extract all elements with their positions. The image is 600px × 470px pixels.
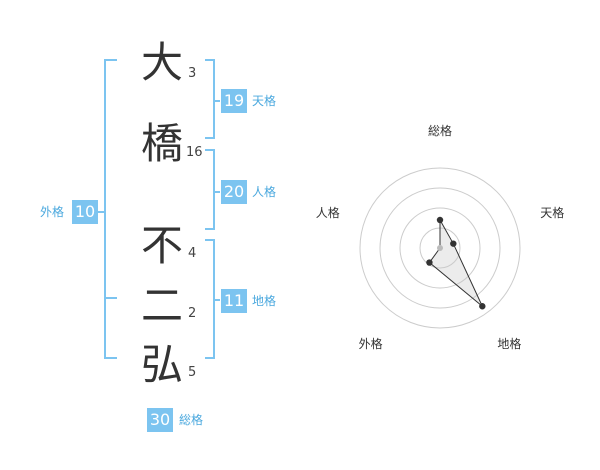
radar-ring	[399, 207, 481, 289]
stroke-count-2: 16	[186, 145, 203, 160]
radar-axis-label-soukaku: 総格	[427, 124, 452, 138]
stroke-count-5: 5	[188, 365, 197, 380]
tenkaku-bracket	[205, 59, 215, 139]
soukaku-badge: 30	[147, 408, 173, 432]
radar-axis-label-gaikaku: 外格	[358, 337, 383, 352]
radar-points	[426, 216, 486, 310]
radar-axis-label-chikaku: 地格	[497, 337, 522, 352]
soukaku-label: 総格	[179, 413, 204, 427]
chikaku-label: 地格	[252, 294, 277, 308]
radar-point	[437, 245, 443, 251]
tenkaku-badge: 19	[221, 89, 247, 113]
name-char-4: 二	[141, 281, 184, 330]
radar-area	[428, 218, 483, 307]
radar-polygon	[428, 218, 483, 307]
jinkaku-label: 人格	[252, 185, 277, 199]
jinkaku-bracket	[205, 149, 215, 230]
name-char-5: 弘	[141, 340, 184, 389]
radar-ring	[359, 167, 521, 329]
name-char-2: 橋	[141, 119, 184, 168]
chikaku-badge: 11	[221, 289, 247, 313]
gaikaku-badge: 10	[72, 200, 98, 224]
radar-axis-label-jinkaku: 人格	[315, 205, 340, 220]
radar-axis-label-tenkaku: 天格	[540, 205, 565, 220]
stroke-count-1: 3	[188, 66, 197, 81]
name-char-1: 大	[141, 38, 184, 87]
radar-point	[479, 303, 486, 310]
radar-ring	[379, 187, 501, 309]
stroke-count-4: 2	[188, 306, 197, 321]
radar-point	[426, 259, 433, 266]
name-char-3: 不	[141, 221, 184, 270]
stroke-count-3: 4	[188, 246, 197, 261]
tenkaku-label: 天格	[252, 94, 277, 108]
gaikaku-label: 外格	[40, 205, 65, 219]
gaikaku-bracket	[104, 59, 117, 359]
radar-point	[436, 216, 444, 224]
jinkaku-badge: 20	[221, 180, 247, 204]
radar-point	[450, 240, 457, 247]
